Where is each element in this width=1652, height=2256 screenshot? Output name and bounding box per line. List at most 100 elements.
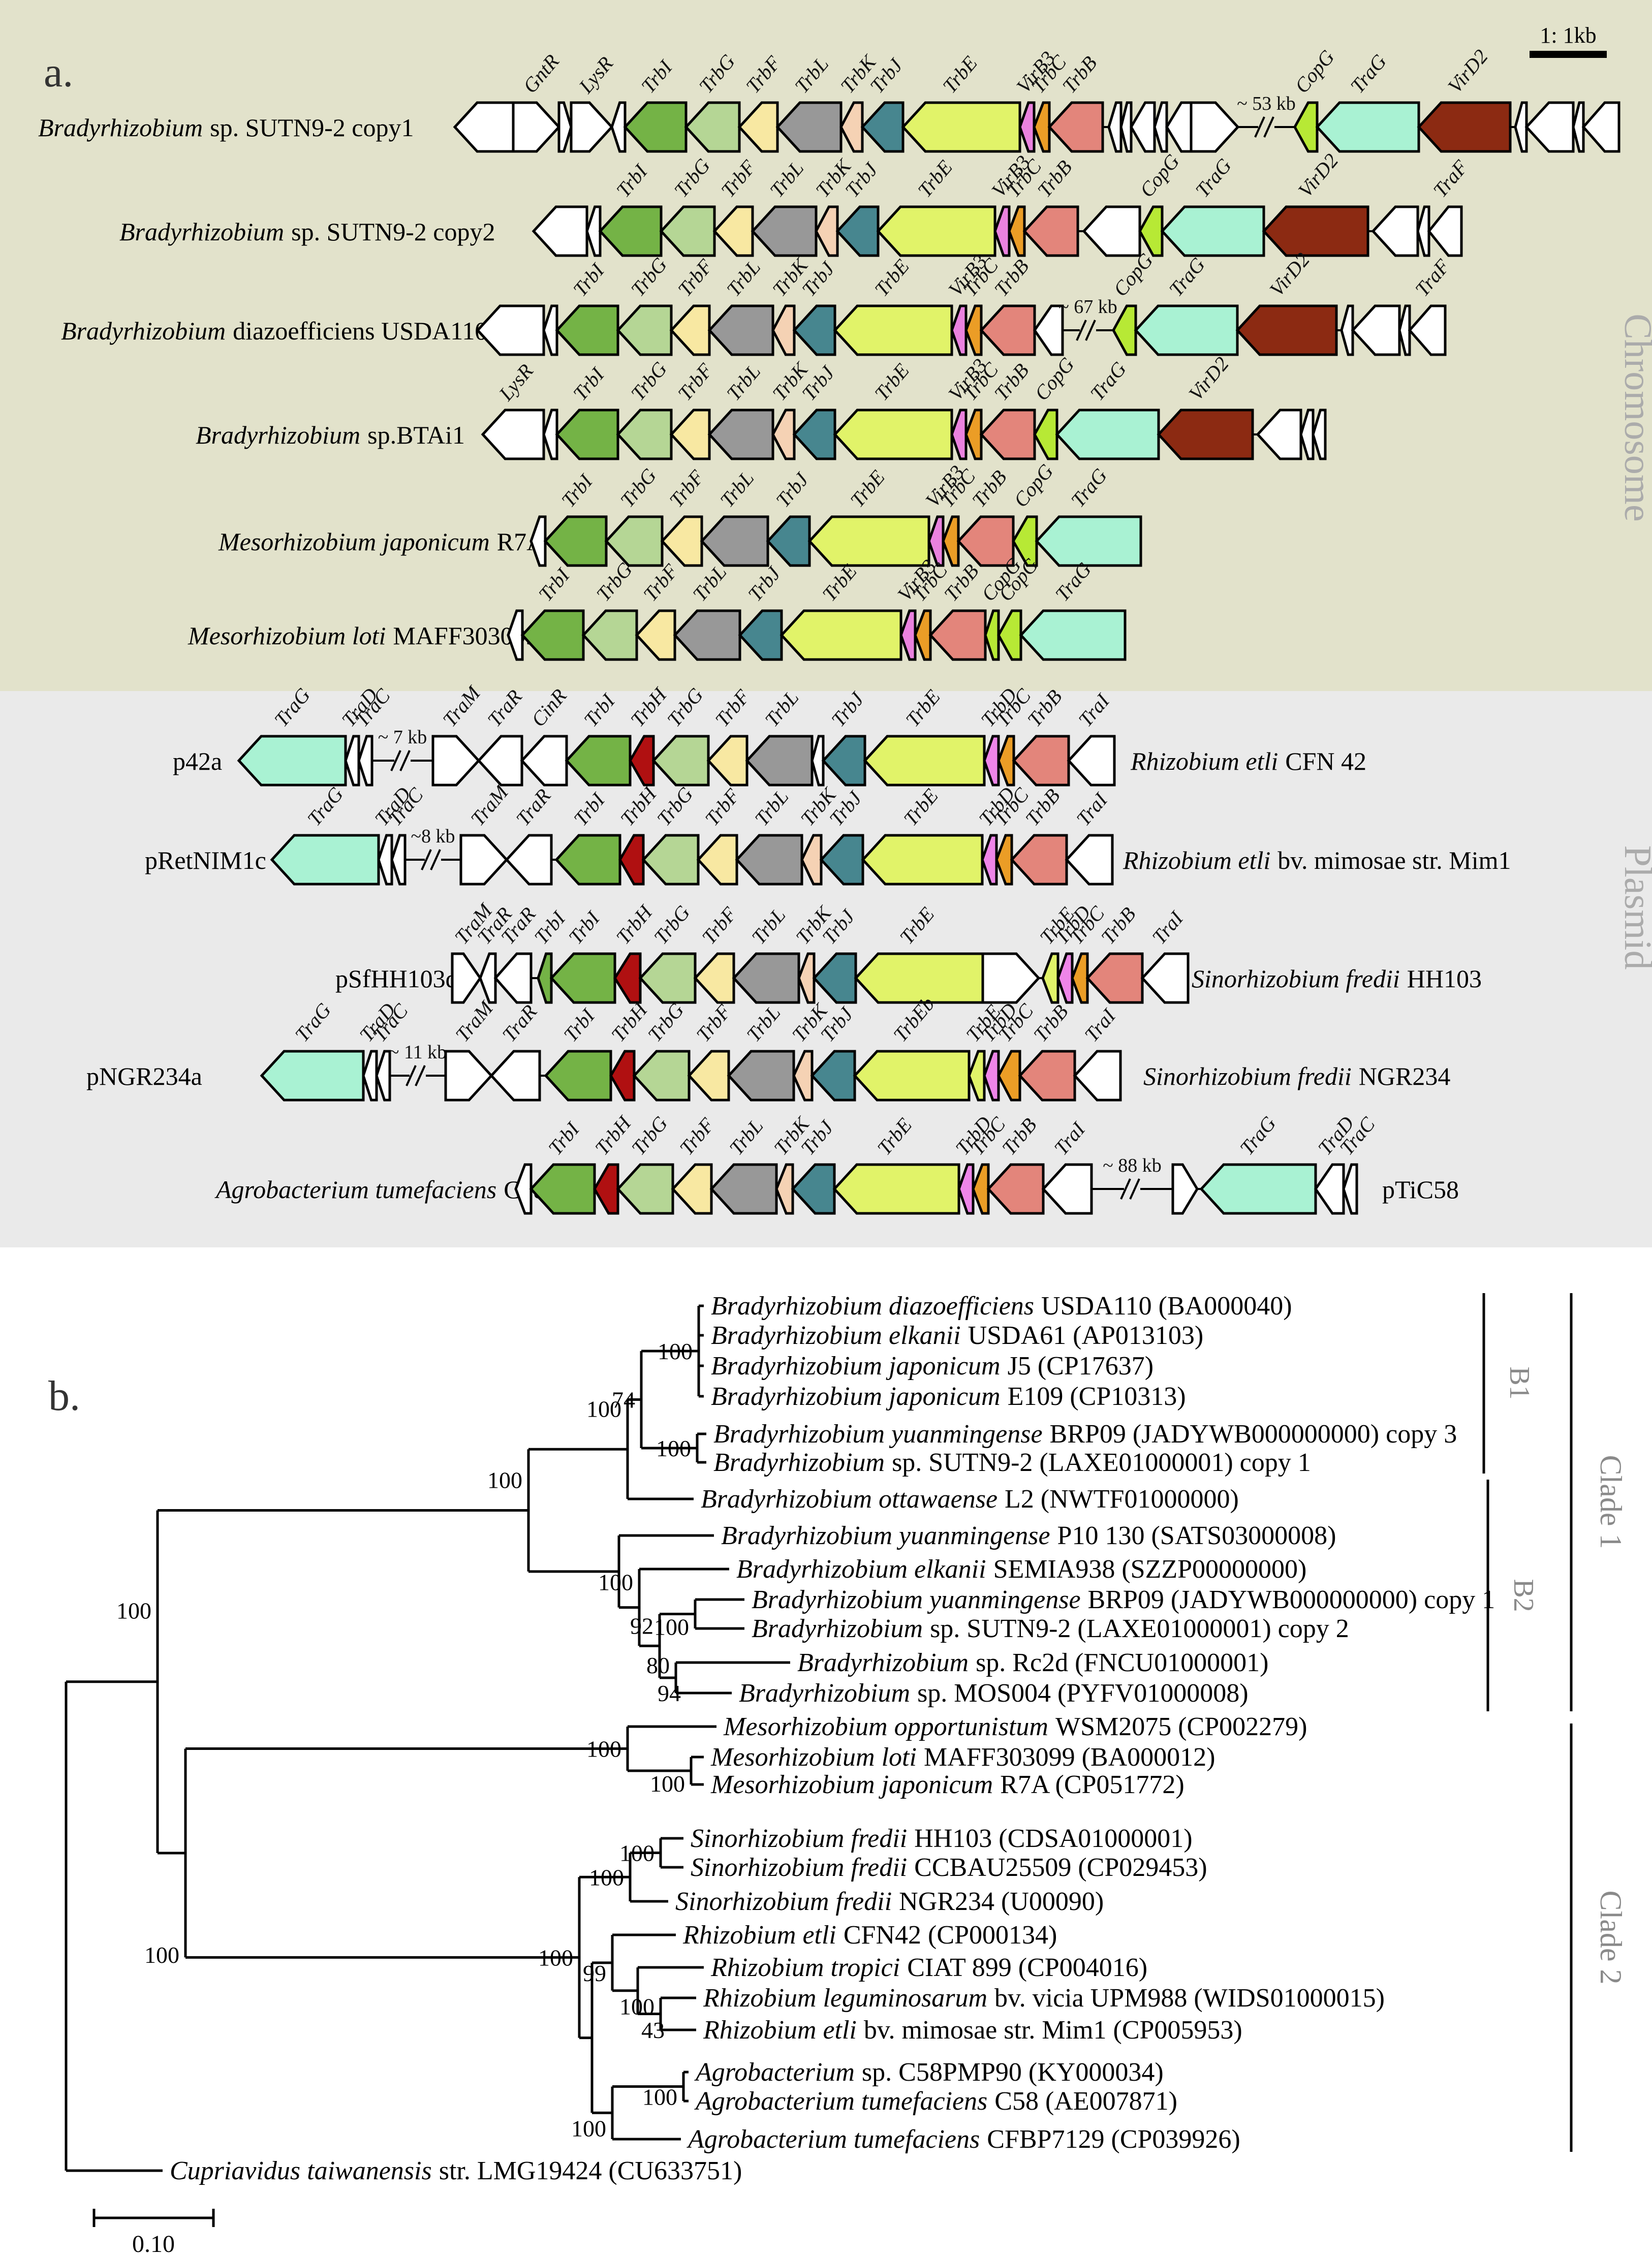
- bootstrap-value: 94: [658, 1680, 681, 1706]
- label-regular-part: USDA110 (BA000040): [1041, 1292, 1292, 1321]
- label-italic-part: Bradyrhizobium: [119, 217, 284, 246]
- label-regular-part: P10 130 (SATS03000008): [1057, 1521, 1336, 1550]
- gene-arrow-TrbG: [604, 515, 664, 567]
- gene-arrow-TrbL: [673, 609, 741, 661]
- gene-arrow-TrbI: [543, 515, 608, 567]
- gene-arrow-TraR: [493, 952, 533, 1004]
- gene-arrow-TrbL: [709, 1163, 778, 1215]
- gene-arrow-TrbC: [914, 609, 932, 661]
- label-italic-part: Bradyrhizobium elkanii: [736, 1555, 986, 1584]
- gene-arrow-TraG: [1055, 409, 1160, 460]
- label-italic-part: Bradyrhizobium ottawaense: [701, 1485, 998, 1514]
- label-italic-part: Rhizobium etli: [682, 1921, 836, 1950]
- label-italic-part: Mesorhizobium loti: [710, 1743, 917, 1772]
- gene-arrow-TrbL: [727, 1050, 795, 1102]
- gene-arrow-TrbL: [707, 304, 774, 356]
- label-regular-part: bv. vicia UPM988 (WIDS01000015): [994, 1984, 1385, 2013]
- gene-arrow-TrbJ: [821, 735, 866, 787]
- gene-arrow-TrbJ: [835, 205, 880, 257]
- row-species-label: pNGR234a: [86, 1062, 202, 1090]
- gene-arrow-TrbE: [863, 735, 986, 787]
- gene-arrow-TrbF: [696, 834, 738, 886]
- gene-arrow: [1107, 101, 1123, 153]
- gene-arrow-TrbC: [997, 735, 1015, 787]
- gene-arrow-TrbE: [861, 834, 984, 886]
- gene-arrow: [1340, 304, 1354, 356]
- label-regular-part: str. LMG19424 (CU633751): [439, 2156, 742, 2185]
- gene-arrow: [542, 409, 558, 460]
- gene-arrow: [1514, 101, 1528, 153]
- gene-arrow-TraD: [344, 735, 360, 787]
- label-italic-part: Sinorhizobium fredii: [675, 1887, 892, 1916]
- label-regular-part: CIAT 899 (CP004016): [907, 1953, 1147, 1982]
- gene-arrow-TrbH: [613, 952, 642, 1004]
- gene-arrow-TrbL: [745, 735, 814, 787]
- gene-arrow-VirB3: [950, 304, 968, 356]
- scale-1kb-label: 1: 1kb: [1540, 23, 1596, 48]
- gene-arrow-TrbB: [928, 609, 987, 661]
- gene-arrow-TrbE: [807, 515, 930, 567]
- row-species-label: p42a: [173, 747, 222, 775]
- label-italic-part: Bradyrhizobium: [797, 1648, 969, 1677]
- gene-arrow-VirD2: [1157, 409, 1254, 460]
- label-italic-part: Bradyrhizobium: [713, 1448, 885, 1477]
- gene-arrow-TraR: [479, 952, 497, 1004]
- gene-arrow: [557, 101, 573, 153]
- gene-arrow-TrbF: [712, 205, 754, 257]
- gene-arrow-TrbI: [555, 304, 619, 356]
- gene-arrow: [610, 101, 627, 153]
- gene-arrow-TraG: [260, 1050, 365, 1102]
- label-italic-part: Sinorhizobium fredii: [1143, 1062, 1352, 1090]
- gene-arrow-TraG: [1160, 205, 1265, 257]
- gene-arrow: [1190, 101, 1240, 153]
- bootstrap-value: 100: [642, 2084, 677, 2110]
- gene-arrow-TrbG: [632, 1050, 691, 1102]
- gene-arrow-TrbI: [565, 735, 632, 787]
- gene-arrow-TrbF: [687, 1050, 730, 1102]
- gene-arrow-TraD: [1314, 1163, 1345, 1215]
- gene-arrow: [529, 515, 547, 567]
- gene-arrow-TrbF: [706, 735, 749, 787]
- gene-arrow-TrbC: [964, 409, 983, 460]
- gene-arrow-TrbH: [593, 1163, 619, 1215]
- row-species-label: pRetNIM1c: [145, 846, 266, 874]
- label-regular-part: WSM2075 (CP002279): [1055, 1712, 1307, 1741]
- gene-arrow-VirD2: [1235, 304, 1338, 356]
- gene-arrow: [542, 304, 558, 356]
- gene-arrow-TrbG: [651, 735, 710, 787]
- gene-arrow: [1153, 101, 1168, 153]
- gene-arrow-TrbE: [833, 304, 953, 356]
- gene-arrow: [514, 1163, 533, 1215]
- label-regular-part: pRetNIM1c: [145, 846, 266, 874]
- label-regular-part: sp. Rc2d (FNCU01000001): [976, 1648, 1268, 1677]
- gene-arrow-CopG: [1033, 409, 1058, 460]
- clade-bracket-label: B1: [1504, 1366, 1535, 1399]
- bootstrap-value: 100: [586, 1396, 621, 1422]
- gene-arrow-VirD2: [1417, 101, 1512, 153]
- label-italic-part: Rhizobium etli: [703, 2016, 857, 2045]
- gene-arrow-TrbB: [956, 515, 1015, 567]
- gene-arrow-TrbH: [609, 1050, 636, 1102]
- gene-arrow-TrbB: [1012, 735, 1070, 787]
- gene-arrow-TraC: [375, 1050, 391, 1102]
- gene-arrow-TrbJ: [792, 409, 836, 460]
- gene-arrow-TraC: [357, 735, 373, 787]
- gap-break-slash: [406, 1065, 417, 1086]
- gene-arrow-TrbG: [638, 952, 697, 1004]
- gene-arrow-TraM: [459, 834, 509, 886]
